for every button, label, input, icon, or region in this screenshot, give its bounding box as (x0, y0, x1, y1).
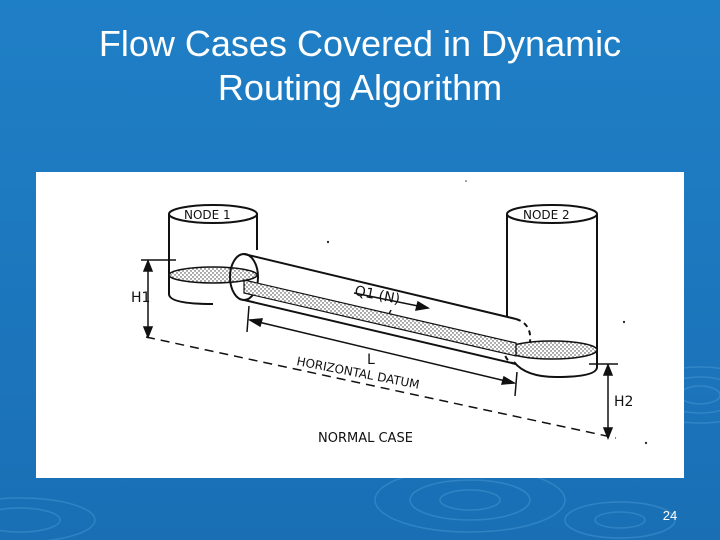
pipe-conduit (229, 253, 532, 365)
node-2-label: NODE 2 (523, 208, 570, 222)
flow-direction-arrow (353, 292, 431, 311)
horizontal-datum-line (145, 336, 617, 439)
slide-title: Flow Cases Covered in Dynamic Routing Al… (40, 22, 680, 110)
node-2-cylinder (506, 204, 598, 379)
node-1-label: NODE 1 (184, 208, 231, 222)
head-1-label: H1 (131, 290, 150, 306)
slide-title-line-2: Routing Algorithm (217, 67, 503, 108)
flow-diagram: Q1 (N) L H1 H2 HORIZONTAL DATUM (36, 172, 684, 478)
flow-diagram-svg: Q1 (N) L H1 H2 HORIZONTAL DATUM (131, 180, 648, 446)
pipe-water-flow (243, 279, 517, 357)
head-2-dimension (589, 362, 618, 441)
slide-title-line-1: Flow Cases Covered in Dynamic (98, 23, 622, 64)
flow-label: Q1 (N) (353, 283, 401, 307)
head-1-dimension (141, 258, 176, 340)
length-dimension-line (246, 305, 518, 397)
page-number: 24 (662, 508, 678, 523)
head-2-label: H2 (614, 394, 633, 410)
scan-specks (326, 180, 648, 445)
length-label: L (367, 352, 375, 368)
node-1-cylinder (168, 204, 258, 305)
node-2-water-surface (506, 340, 598, 360)
case-caption: NORMAL CASE (318, 431, 413, 446)
